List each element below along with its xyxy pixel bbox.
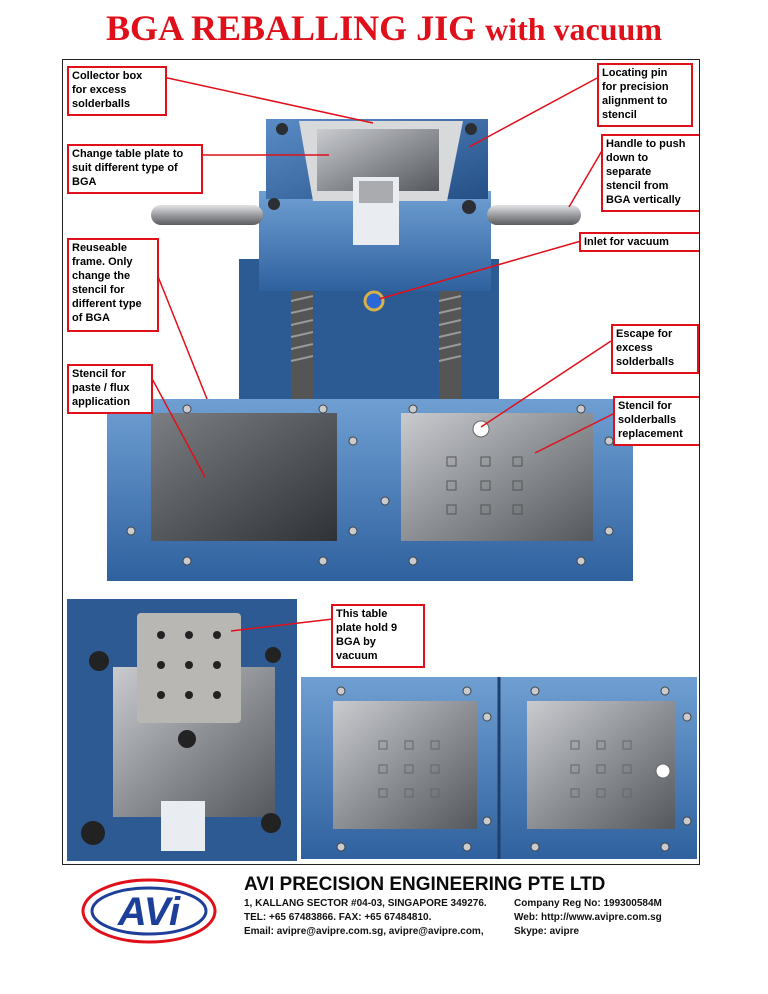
company-name: AVI PRECISION ENGINEERING PTE LTD — [244, 874, 606, 895]
callout-stencil-paste: Stencil for paste / flux application — [67, 364, 153, 414]
avi-logo: AVi — [81, 878, 217, 944]
company-address: 1, KALLANG SECTOR #04-03, SINGAPORE 3492… — [244, 898, 487, 909]
jig-photo-illustration — [67, 76, 697, 861]
company-email: Email: avipre@avipre.com.sg, avipre@avip… — [244, 926, 484, 937]
company-web[interactable]: Web: http://www.avipre.com.sg — [514, 912, 662, 923]
company-reg-no: Company Reg No: 199300584M — [514, 898, 662, 909]
callout-leaders — [148, 76, 616, 632]
callout-vacuum-inlet: Inlet for vacuum — [579, 232, 699, 252]
page-title: BGA REBALLING JIG with vacuum — [106, 8, 662, 48]
product-photo-panel: Collector box for excess solderballs Cha… — [62, 59, 700, 865]
push-handle-left — [151, 205, 263, 225]
callout-handle: Handle to push down to separate stencil … — [601, 134, 699, 212]
company-skype: Skype: avipre — [514, 926, 580, 937]
callout-stencil-solderballs: Stencil for solderballs replacement — [613, 396, 699, 446]
callout-locating-pin: Locating pin for precision alignment to … — [597, 63, 693, 127]
company-phone-fax: TEL: +65 67483866. FAX: +65 67484810. — [244, 912, 432, 923]
callout-table-plate-vacuum: This table plate hold 9 BGA by vacuum — [331, 604, 425, 668]
logo-text: AVi — [117, 890, 181, 934]
callout-reusable-frame: Reuseable frame. Only change the stencil… — [67, 238, 159, 332]
push-handle-right — [487, 205, 581, 225]
callout-collector-box: Collector box for excess solderballs — [67, 66, 167, 116]
callout-change-table-plate: Change table plate to suit different typ… — [67, 144, 203, 194]
callout-escape: Escape for excess solderballs — [611, 324, 699, 374]
